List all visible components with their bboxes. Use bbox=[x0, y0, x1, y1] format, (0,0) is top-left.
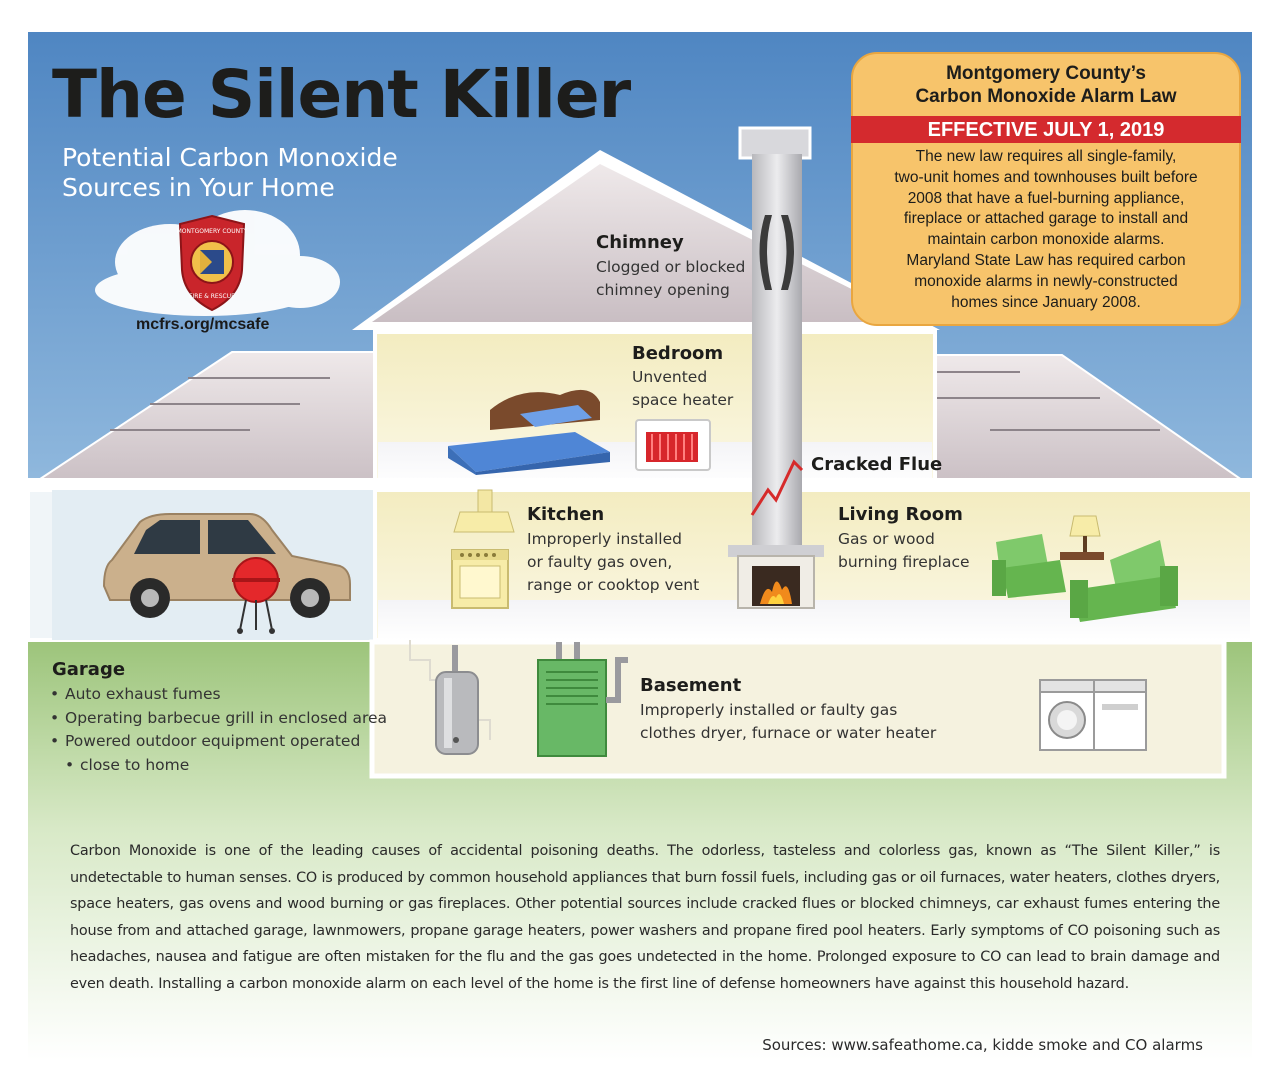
living-room-description-line: burning fireplace bbox=[838, 553, 970, 571]
crack-icon bbox=[750, 459, 804, 516]
list-item-continuation: close to home bbox=[80, 755, 190, 774]
dryer-icon bbox=[1093, 679, 1147, 751]
law-line: fireplace or attached garage to install … bbox=[903, 210, 1189, 228]
basement-description: Improperly installed or faulty gas cloth… bbox=[640, 699, 936, 745]
kitchen-description: Improperly installed or faulty gas oven,… bbox=[527, 528, 699, 597]
list-item: close to home bbox=[50, 754, 387, 778]
basement-description-line: Improperly installed or faulty gas bbox=[640, 701, 898, 719]
kitchen-description-line: range or cooktop vent bbox=[527, 576, 700, 594]
washer-icon bbox=[1039, 679, 1095, 751]
cracked-flue-label: Cracked Flue bbox=[811, 454, 943, 475]
car-icon bbox=[102, 513, 351, 618]
chimney-description-line: chimney opening bbox=[596, 281, 730, 299]
grill-icon bbox=[232, 557, 280, 634]
law-description: The new law requires all single-family, … bbox=[855, 147, 1237, 313]
law-callout bbox=[851, 52, 1241, 326]
bedroom-description-line: Unvented bbox=[632, 368, 708, 386]
law-line: maintain carbon monoxide alarms. bbox=[927, 231, 1165, 249]
law-title-line: Carbon Monoxide Alarm Law bbox=[915, 86, 1177, 107]
basement-label: Basement bbox=[640, 675, 742, 696]
subtitle-line: Potential Carbon Monoxide bbox=[62, 143, 398, 172]
bed-icon bbox=[448, 389, 610, 475]
law-title: Montgomery County’s Carbon Monoxide Alar… bbox=[851, 62, 1241, 108]
bedroom-label: Bedroom bbox=[632, 343, 724, 364]
chimney-description-line: Clogged or blocked bbox=[596, 258, 746, 276]
chimney-label: Chimney bbox=[596, 232, 684, 253]
garage-sources-list: Auto exhaust fumes Operating barbecue gr… bbox=[50, 683, 387, 777]
range-hood-icon bbox=[453, 489, 515, 533]
law-line: homes since January 2008. bbox=[951, 293, 1141, 311]
living-room-description-line: Gas or wood bbox=[838, 530, 935, 548]
space-heater-icon bbox=[635, 419, 711, 471]
list-item: Powered outdoor equipment operated bbox=[50, 730, 387, 754]
list-item: Operating barbecue grill in enclosed are… bbox=[50, 707, 387, 731]
page-title: The Silent Killer bbox=[52, 56, 631, 133]
garage-roof-shingles bbox=[110, 377, 330, 431]
lamp-icon bbox=[1060, 515, 1104, 560]
chimney-description: Clogged or blocked chimney opening bbox=[596, 256, 745, 302]
furnace-icon bbox=[537, 642, 628, 757]
chimney-flue bbox=[752, 154, 802, 546]
law-line: The new law requires all single-family, bbox=[915, 148, 1177, 165]
armchair-icon bbox=[992, 534, 1066, 598]
kitchen-description-line: or faulty gas oven, bbox=[527, 553, 673, 571]
law-line: monoxide alarms in newly-constructed bbox=[914, 272, 1178, 290]
living-room-label: Living Room bbox=[838, 504, 963, 525]
chimney-cap bbox=[738, 126, 812, 160]
law-line: Maryland State Law has required carbon bbox=[906, 251, 1186, 269]
subtitle-line: Sources in Your Home bbox=[62, 173, 335, 202]
fire-rescue-seal-icon: MONTGOMERY COUNTY FIRE & RESCUE bbox=[177, 214, 248, 312]
law-line: two-unit homes and townhouses built befo… bbox=[894, 168, 1198, 186]
law-line: 2008 that have a fuel-burning appliance, bbox=[907, 189, 1185, 207]
info-paragraph: Carbon Monoxide is one of the leading ca… bbox=[70, 843, 1220, 992]
effective-banner bbox=[851, 116, 1241, 143]
fireplace-icon bbox=[728, 545, 824, 609]
bedroom-description: Unvented space heater bbox=[632, 366, 733, 412]
page-subtitle: Potential Carbon Monoxide Sources in You… bbox=[62, 143, 522, 203]
list-item: Auto exhaust fumes bbox=[50, 683, 387, 707]
sources-credit: Sources: www.safeathome.ca, kidde smoke … bbox=[762, 1036, 1203, 1054]
stove-icon bbox=[451, 549, 509, 609]
water-heater-icon bbox=[435, 645, 479, 755]
law-title-line: Montgomery County’s bbox=[946, 63, 1146, 84]
effective-date: EFFECTIVE JULY 1, 2019 bbox=[927, 119, 1165, 141]
sofa-icon bbox=[1070, 540, 1178, 622]
basement-description-line: clothes dryer, furnace or water heater bbox=[640, 724, 937, 742]
svg-text:MONTGOMERY COUNTY: MONTGOMERY COUNTY bbox=[177, 228, 248, 235]
website-link[interactable]: mcfrs.org/mcsafe bbox=[136, 316, 270, 333]
living-room-description: Gas or wood burning fireplace bbox=[838, 528, 970, 574]
kitchen-label: Kitchen bbox=[527, 504, 605, 525]
svg-text:FIRE & RESCUE: FIRE & RESCUE bbox=[189, 293, 235, 300]
bedroom-description-line: space heater bbox=[632, 391, 734, 409]
garage-label: Garage bbox=[52, 659, 126, 680]
kitchen-description-line: Improperly installed bbox=[527, 530, 682, 548]
chimney-blockage bbox=[759, 215, 772, 290]
